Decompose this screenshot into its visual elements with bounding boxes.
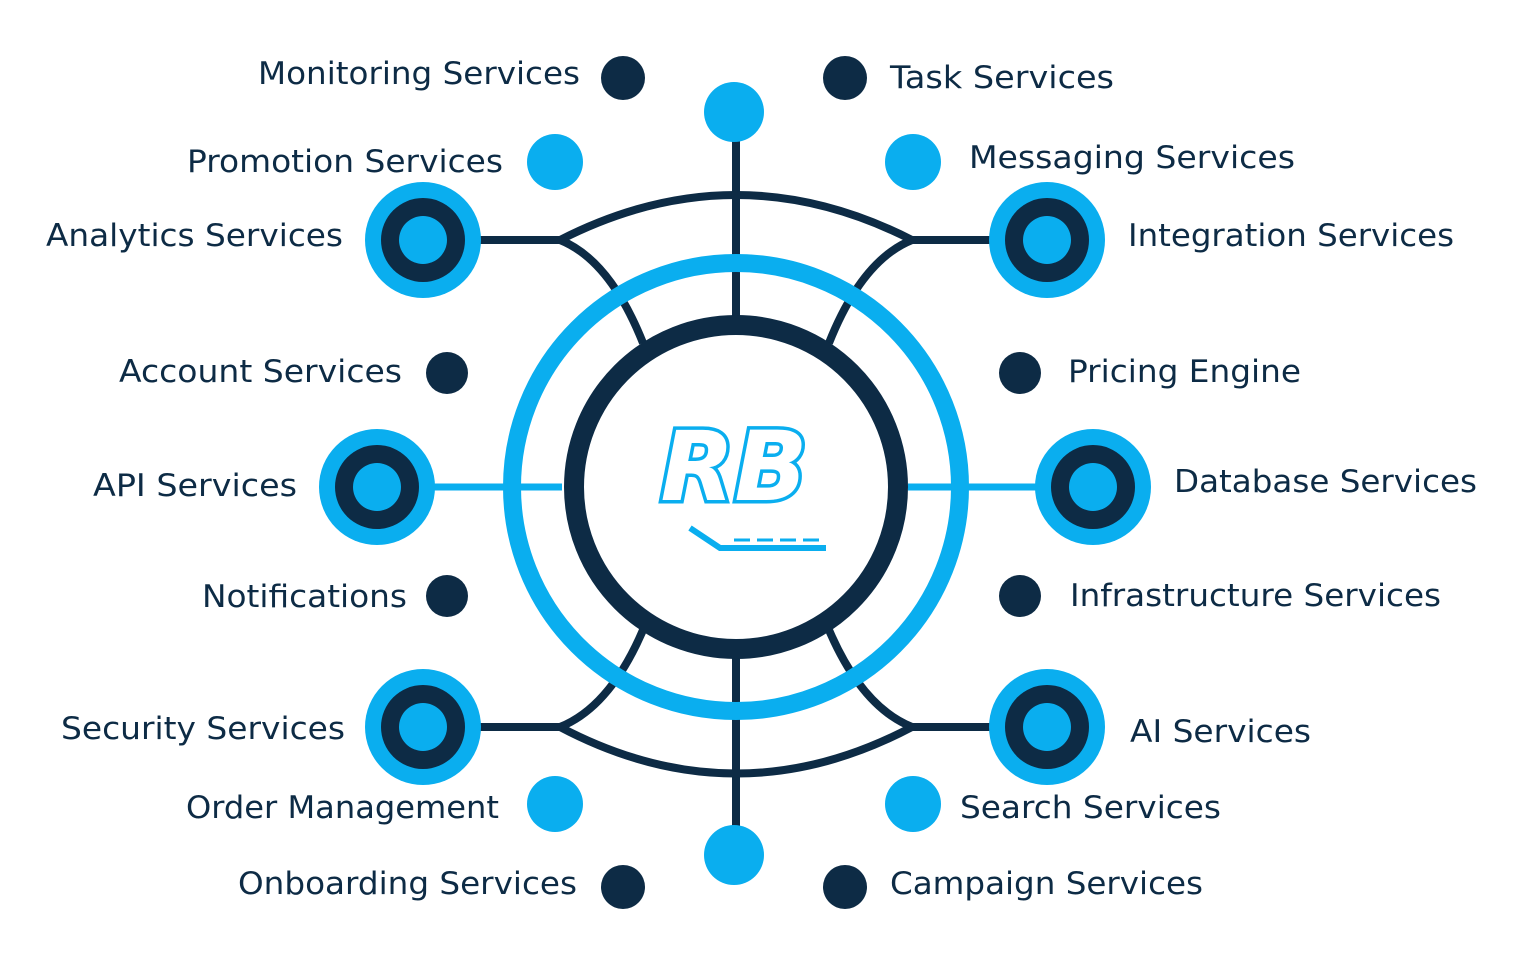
rb-logo: RB	[657, 408, 826, 551]
label-api: API Services	[93, 468, 297, 504]
hub-outer-ring	[503, 254, 969, 720]
connector-security	[480, 628, 647, 731]
label-integration: Integration Services	[1128, 218, 1454, 254]
label-order: Order Management	[186, 790, 499, 826]
node-top	[704, 82, 764, 142]
label-analytics: Analytics Services	[46, 218, 343, 254]
node-pricing	[999, 352, 1041, 394]
small-nodes	[426, 56, 1041, 909]
node-account	[426, 352, 468, 394]
hub-inner-ring	[564, 315, 908, 659]
node-analytics	[365, 182, 481, 298]
node-ai	[989, 669, 1105, 785]
node-integration	[989, 182, 1105, 298]
node-bottom	[704, 825, 764, 885]
label-promotion: Promotion Services	[187, 144, 503, 180]
node-promotion	[527, 134, 583, 190]
label-security: Security Services	[61, 711, 345, 747]
node-onboarding	[601, 865, 645, 909]
connector-lines	[480, 140, 990, 830]
rb-logo-text: RB	[660, 411, 807, 523]
node-database	[1035, 429, 1151, 545]
node-notifications	[426, 575, 468, 617]
label-notifications: Notifications	[202, 579, 407, 615]
arc-bottom	[558, 723, 914, 778]
central-hub: RB	[503, 254, 969, 720]
label-pricing: Pricing Engine	[1068, 354, 1301, 390]
label-account: Account Services	[119, 354, 402, 390]
connector-analytics	[480, 236, 647, 345]
connector-ai	[825, 628, 990, 731]
node-order	[527, 776, 583, 832]
node-messaging	[885, 134, 941, 190]
node-task	[823, 56, 867, 100]
label-monitoring: Monitoring Services	[258, 56, 580, 92]
ringed-nodes	[319, 182, 1151, 785]
label-infrastructure: Infrastructure Services	[1070, 578, 1441, 614]
node-infrastructure	[999, 575, 1041, 617]
node-search	[885, 776, 941, 832]
service-labels: Monitoring Services Task Services Promot…	[46, 56, 1477, 902]
label-task: Task Services	[889, 60, 1114, 96]
node-api	[319, 429, 435, 545]
node-campaign	[823, 865, 867, 909]
label-messaging: Messaging Services	[969, 140, 1295, 176]
rb-logo-underline	[688, 525, 826, 551]
node-security	[365, 669, 481, 785]
label-search: Search Services	[960, 790, 1221, 826]
node-monitoring	[601, 56, 645, 100]
label-campaign: Campaign Services	[890, 866, 1203, 902]
arc-top	[558, 191, 914, 244]
label-onboarding: Onboarding Services	[238, 866, 577, 902]
label-database: Database Services	[1174, 464, 1477, 500]
label-ai: AI Services	[1130, 714, 1311, 750]
connector-integration	[825, 236, 990, 345]
